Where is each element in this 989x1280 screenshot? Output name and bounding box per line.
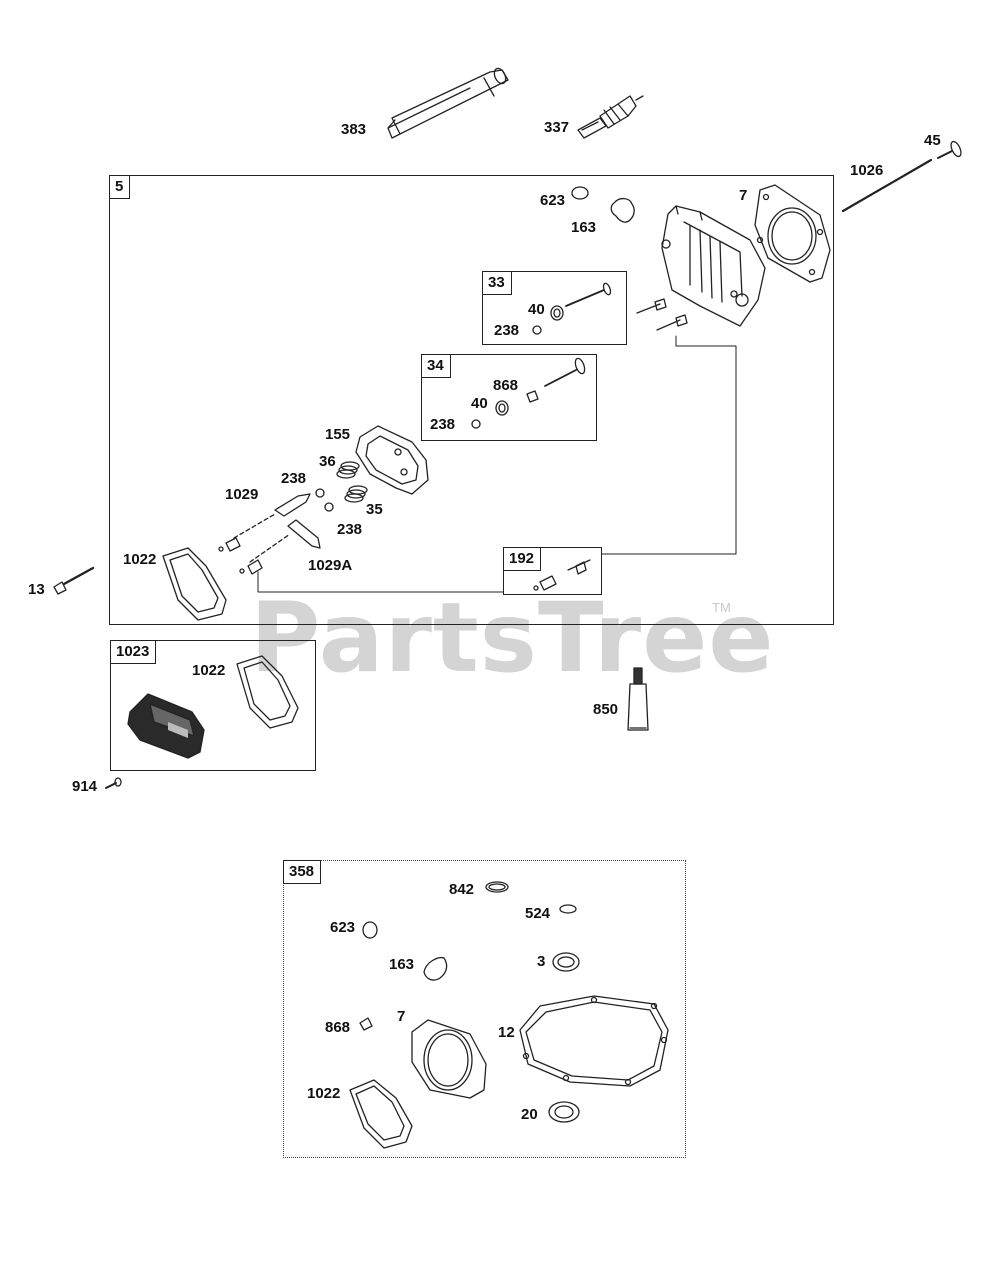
kit-623-ring xyxy=(362,921,378,939)
group-tag-34: 34 xyxy=(421,354,451,378)
kit-callout-623[interactable]: 623 xyxy=(330,919,356,936)
head-gasket-drawing xyxy=(754,184,831,283)
cylinder-head-drawing xyxy=(661,205,766,327)
callout-238-group33[interactable]: 238 xyxy=(494,322,520,339)
spring-35-drawing xyxy=(344,485,368,503)
callout-36[interactable]: 36 xyxy=(319,453,336,470)
valve-cover-gasket-b-inner xyxy=(243,661,291,721)
callout-35[interactable]: 35 xyxy=(366,501,383,518)
kit-12-crankcase-gasket xyxy=(519,995,669,1087)
rocker-arm-1029A-drawing xyxy=(287,519,321,549)
callout-1029[interactable]: 1029 xyxy=(225,486,259,503)
callout-238-lower[interactable]: 238 xyxy=(337,521,363,538)
callout-850[interactable]: 850 xyxy=(593,701,619,718)
valve-cover-gasket-b-drawing xyxy=(236,655,299,729)
tube-wrench-drawing xyxy=(387,67,509,139)
valve-cover-gasket-a-inner xyxy=(169,553,219,613)
spark-plug-drawing xyxy=(577,95,644,139)
connector-line-192-stud xyxy=(257,571,504,593)
group-34-parts-drawing xyxy=(471,357,586,429)
callout-868-group34[interactable]: 868 xyxy=(493,377,519,394)
group-box-33: 33 xyxy=(482,271,627,345)
callout-337[interactable]: 337 xyxy=(544,119,570,136)
pivot-studs-drawing xyxy=(218,537,263,575)
dash-line-1029A xyxy=(249,533,291,563)
group-box-5: 5 xyxy=(109,175,834,625)
callout-13[interactable]: 13 xyxy=(28,581,45,598)
callout-45[interactable]: 45 xyxy=(924,132,941,149)
callout-163[interactable]: 163 xyxy=(571,219,597,236)
group-33-parts-drawing xyxy=(532,282,612,335)
screw-914-drawing xyxy=(105,777,122,789)
callout-40-group33[interactable]: 40 xyxy=(528,301,545,318)
callout-1026[interactable]: 1026 xyxy=(850,162,884,179)
head-studs-drawing xyxy=(636,298,688,331)
group-192-parts-drawing xyxy=(533,559,591,591)
watermark-brand: PartsTree xyxy=(250,582,775,694)
push-rod-drawing xyxy=(841,158,933,213)
kit-callout-842[interactable]: 842 xyxy=(449,881,475,898)
group-box-358: 358 xyxy=(283,860,686,1158)
kit-callout-20[interactable]: 20 xyxy=(521,1106,538,1123)
dash-line-1029 xyxy=(233,513,276,539)
group-tag-192: 192 xyxy=(503,547,542,571)
kit-callout-12[interactable]: 12 xyxy=(498,1024,515,1041)
kit-20-seal xyxy=(548,1101,580,1123)
connector-line-192-head xyxy=(601,335,737,555)
callout-155[interactable]: 155 xyxy=(325,426,351,443)
ring-623-drawing xyxy=(571,186,589,200)
kit-callout-163[interactable]: 163 xyxy=(389,956,415,973)
kit-3-seal xyxy=(552,952,580,972)
rocker-arm-1029-drawing xyxy=(274,493,311,517)
callout-623[interactable]: 623 xyxy=(540,192,566,209)
valve-cover-drawing xyxy=(127,693,205,759)
group-box-192: 192 xyxy=(503,547,602,595)
callout-1022-cover[interactable]: 1022 xyxy=(192,662,226,679)
valve-45-drawing xyxy=(937,140,962,159)
group-tag-5: 5 xyxy=(109,175,131,199)
kit-callout-868[interactable]: 868 xyxy=(325,1019,351,1036)
kit-callout-524[interactable]: 524 xyxy=(525,905,551,922)
sealant-tube-drawing xyxy=(627,667,649,731)
group-tag-358: 358 xyxy=(283,860,322,884)
rocker-plate-drawing xyxy=(355,425,429,495)
group-tag-33: 33 xyxy=(482,271,512,295)
callout-1029A[interactable]: 1029A xyxy=(308,557,353,574)
callout-238-group34[interactable]: 238 xyxy=(430,416,456,433)
cap-238-lower-drawing xyxy=(324,502,334,512)
kit-1022-gasket xyxy=(349,1079,413,1149)
callout-914[interactable]: 914 xyxy=(72,778,98,795)
valve-cover-gasket-a-drawing xyxy=(162,547,227,621)
kit-7-head-gasket xyxy=(411,1019,487,1099)
callout-238-upper[interactable]: 238 xyxy=(281,470,307,487)
group-tag-1023: 1023 xyxy=(110,640,157,664)
watermark-trademark: TM xyxy=(712,600,731,615)
group-box-1023: 1023 xyxy=(110,640,316,771)
kit-342-ring xyxy=(485,881,509,893)
kit-callout-1022[interactable]: 1022 xyxy=(307,1085,341,1102)
gasket-163-drawing xyxy=(610,197,635,223)
kit-callout-7[interactable]: 7 xyxy=(397,1008,406,1025)
callout-40-group34[interactable]: 40 xyxy=(471,395,488,412)
bolt-13-drawing xyxy=(53,566,95,595)
group-box-34: 34 xyxy=(421,354,597,441)
kit-callout-3[interactable]: 3 xyxy=(537,953,546,970)
kit-524-ring xyxy=(559,904,577,914)
kit-163-gasket xyxy=(423,956,448,981)
callout-1022-head[interactable]: 1022 xyxy=(123,551,157,568)
callout-383[interactable]: 383 xyxy=(341,121,367,138)
callout-7[interactable]: 7 xyxy=(739,187,748,204)
spring-36-drawing xyxy=(336,461,360,479)
kit-868-plug xyxy=(359,1017,373,1031)
cap-238-upper-drawing xyxy=(315,488,325,498)
